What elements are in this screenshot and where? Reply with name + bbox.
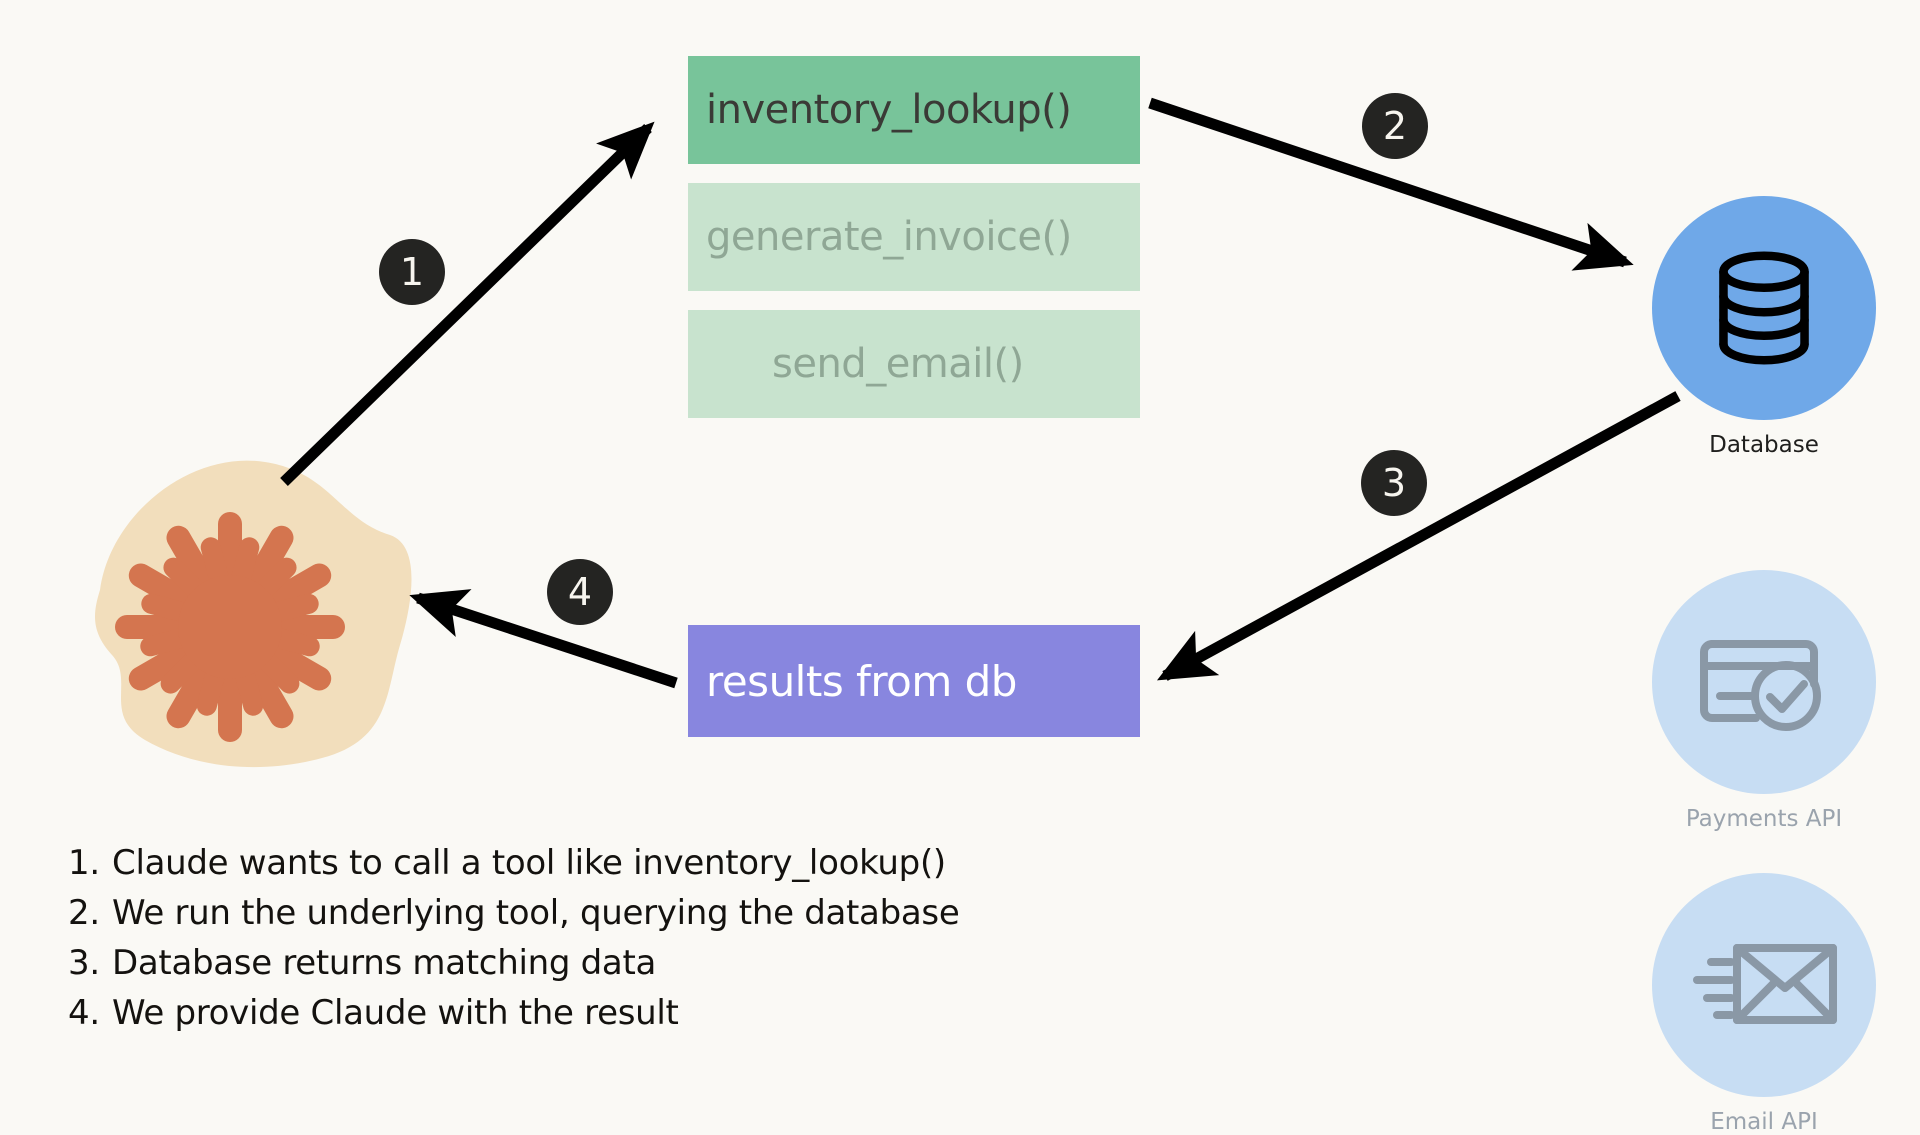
service-label: Database bbox=[1709, 432, 1819, 458]
legend-item-text: We run the underlying tool, querying the… bbox=[112, 893, 960, 933]
service-circle bbox=[1652, 570, 1876, 794]
diagram-canvas: inventory_lookup() generate_invoice() se… bbox=[40, 56, 1876, 1135]
legend-item: 1. Claude wants to call a tool like inve… bbox=[68, 843, 1248, 883]
tool-item-send-email[interactable]: send_email() bbox=[688, 310, 1140, 418]
arrow-claude-to-tool bbox=[280, 121, 655, 486]
arrow-database-to-result bbox=[1156, 391, 1681, 681]
tool-label: send_email() bbox=[772, 341, 1024, 387]
service-node-database[interactable]: Database bbox=[1652, 196, 1876, 458]
steps-legend: 1. Claude wants to call a tool like inve… bbox=[68, 843, 1248, 1043]
service-label: Email API bbox=[1710, 1109, 1818, 1135]
legend-item-number: 2. bbox=[68, 893, 100, 933]
step-badge-3: 3 bbox=[1361, 450, 1427, 516]
legend-item-text: We provide Claude with the result bbox=[112, 993, 679, 1033]
legend-item-text: Database returns matching data bbox=[112, 943, 657, 983]
service-circle bbox=[1652, 873, 1876, 1097]
result-box[interactable]: results from db bbox=[688, 625, 1140, 737]
tool-label: inventory_lookup() bbox=[706, 87, 1072, 133]
legend-item: 2. We run the underlying tool, querying … bbox=[68, 893, 1248, 933]
database-cylinder-icon bbox=[1719, 251, 1809, 365]
legend-item-number: 4. bbox=[68, 993, 100, 1033]
legend-item: 4. We provide Claude with the result bbox=[68, 993, 1248, 1033]
service-circle bbox=[1652, 196, 1876, 420]
claude-starburst-icon bbox=[95, 460, 412, 768]
result-label: results from db bbox=[706, 656, 1017, 706]
service-node-email-api[interactable]: Email API bbox=[1652, 873, 1876, 1135]
legend-item: 3. Database returns matching data bbox=[68, 943, 1248, 983]
tool-item-inventory-lookup[interactable]: inventory_lookup() bbox=[688, 56, 1140, 164]
service-node-payments-api[interactable]: Payments API bbox=[1652, 570, 1876, 832]
service-label: Payments API bbox=[1685, 806, 1843, 832]
step-badge-1: 1 bbox=[379, 239, 445, 305]
tool-item-generate-invoice[interactable]: generate_invoice() bbox=[688, 183, 1140, 291]
credit-card-check-icon bbox=[1700, 640, 1821, 731]
claude-agent-node[interactable] bbox=[40, 440, 420, 770]
step-badge-2: 2 bbox=[1362, 93, 1428, 159]
legend-item-number: 3. bbox=[68, 943, 100, 983]
legend-item-text: Claude wants to call a tool like invento… bbox=[112, 843, 946, 883]
legend-item-number: 1. bbox=[68, 843, 100, 883]
tool-label: generate_invoice() bbox=[706, 214, 1072, 260]
arrow-result-to-claude bbox=[409, 589, 678, 689]
step-badge-4: 4 bbox=[547, 559, 613, 625]
envelope-speed-icon bbox=[1693, 944, 1837, 1024]
